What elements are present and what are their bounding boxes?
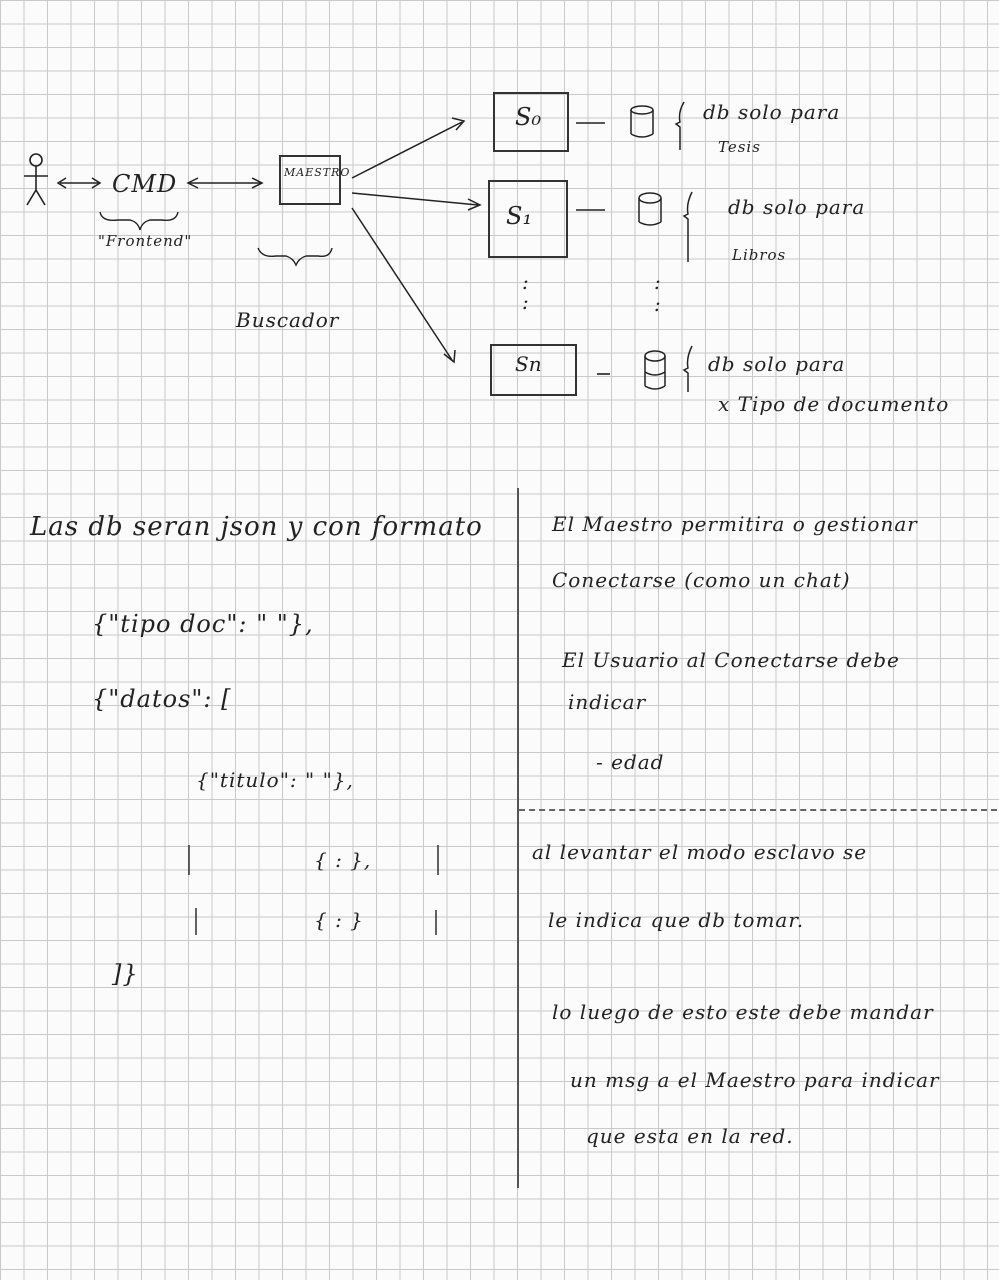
frontend-brace	[99, 211, 179, 231]
db-sn-note: db solo para	[708, 352, 846, 376]
cmd-label: CMD	[112, 170, 178, 198]
json-line-1: {"tipo doc": " "},	[92, 610, 314, 638]
db-s0-note: db solo para	[703, 100, 841, 124]
db-brace	[674, 101, 693, 392]
database-icon	[630, 105, 654, 138]
right-p3-l2: le indica que db tomar.	[548, 908, 805, 932]
frontend-label: "Frontend"	[98, 232, 193, 250]
maestro-s0-arrow	[351, 117, 466, 179]
server-s0-box	[493, 92, 569, 152]
buscador-brace	[257, 247, 333, 267]
vertical-divider	[517, 488, 519, 1188]
server-s1-label: S₁	[506, 202, 533, 230]
ellipsis-dbs: :	[654, 292, 662, 316]
right-p2-l3: - edad	[596, 750, 665, 774]
ellipsis-servers: :	[522, 290, 530, 314]
left-heading: Las db seran json y con formato	[30, 512, 483, 542]
server-sn-box	[490, 344, 577, 396]
database-icon	[638, 192, 662, 226]
right-p1-l2: Conectarse (como un chat)	[552, 568, 851, 592]
right-p3-l1: al levantar el modo esclavo se	[532, 840, 868, 864]
right-p4-l1: lo luego de esto este debe mandar	[552, 1000, 934, 1024]
cmd-maestro-arrow	[186, 177, 264, 189]
db-s1-note: db solo para	[728, 195, 866, 219]
json-line-2: {"datos": [	[92, 685, 232, 713]
right-p4-l2: un msg a el Maestro para indicar	[570, 1068, 940, 1092]
server-sn-label: Sn	[515, 352, 542, 376]
ellipsis-dbs: :	[654, 270, 662, 294]
server-s1-box	[488, 180, 568, 258]
right-p2-l1: El Usuario al Conectarse debe	[562, 648, 900, 672]
json-line-3: {"titulo": " "},	[196, 768, 354, 792]
database-icon	[644, 350, 666, 390]
maestro-s1-arrow	[351, 192, 482, 211]
right-p2-l2: indicar	[568, 690, 647, 714]
db-s0-type: Tesis	[718, 138, 761, 156]
server-s0-label: S₀	[515, 103, 542, 131]
json-line-6: ]}	[112, 960, 139, 988]
json-line-5: { : }	[314, 908, 364, 932]
db-sn-type: x Tipo de documento	[718, 392, 950, 416]
horizontal-divider	[519, 809, 997, 811]
maestro-sn-arrow	[351, 207, 456, 364]
maestro-box	[279, 155, 341, 205]
db-s1-type: Libros	[732, 246, 787, 264]
right-p1-l1: El Maestro permitira o gestionar	[552, 512, 918, 536]
json-line-4: { : },	[314, 848, 372, 872]
buscador-label: Buscador	[236, 308, 340, 332]
ellipsis-servers: :	[522, 270, 530, 294]
actor-cmd-arrow	[56, 177, 102, 189]
maestro-label: MAESTRO	[284, 166, 351, 179]
actor-icon	[24, 153, 48, 206]
right-p4-l3: que esta en la red.	[586, 1124, 794, 1148]
